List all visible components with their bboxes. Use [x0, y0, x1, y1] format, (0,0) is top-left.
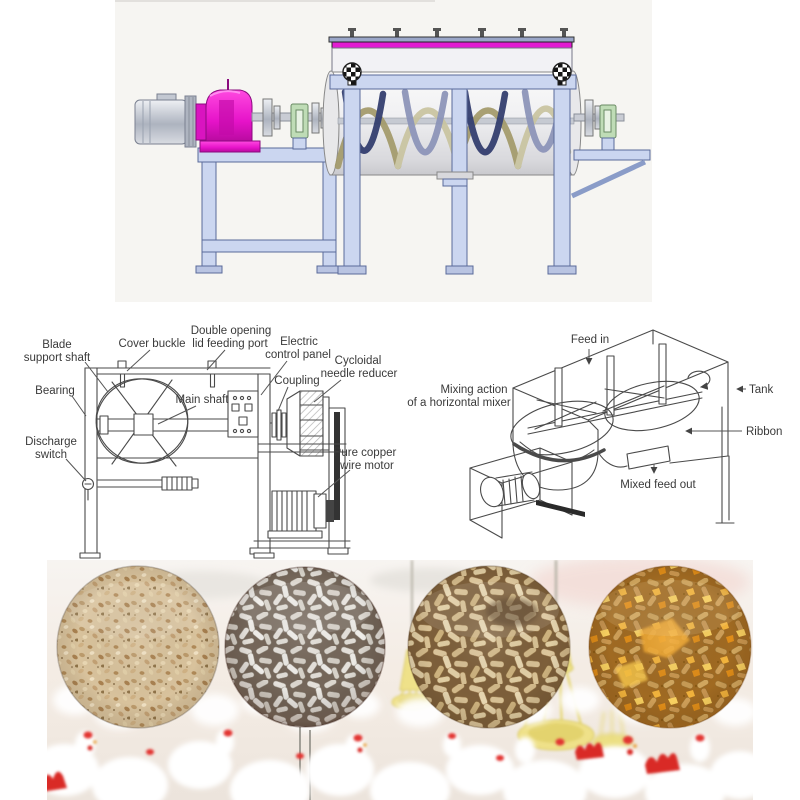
motor-isometric: [469, 447, 585, 539]
label-mixing-action-2: of a horizontal mixer: [407, 397, 511, 409]
label-mixing-action: Mixing action: [440, 384, 507, 396]
drum-upper-housing: [331, 47, 573, 76]
label-bearing: Bearing: [35, 385, 75, 397]
gearbox-base: [199, 140, 261, 153]
coupling-and-reducer: [269, 390, 346, 549]
labels-right: Feed in Mixing action of a horizontal mi…: [407, 334, 782, 491]
label-cover-buckle: Cover buckle: [118, 338, 185, 350]
rooster-comb-2: [645, 753, 680, 774]
label-feed-in: Feed in: [571, 334, 609, 346]
structure-diagram: Blade support shaft Cover buckle Double …: [24, 325, 398, 559]
checker-marker-left: [342, 62, 362, 86]
mixing-action-diagram: Feed in Mixing action of a horizontal mi…: [407, 329, 782, 539]
lid-bolts: [348, 28, 568, 37]
poultry-photo-banner: [47, 560, 753, 800]
checker-marker-right: [552, 62, 572, 86]
drive-shaft-right: [570, 99, 651, 199]
drum-leg-left: [343, 88, 361, 268]
label-ribbon: Ribbon: [746, 426, 782, 438]
drum-leg-right: [553, 88, 571, 268]
feed-sample-tan-pellets: [407, 565, 571, 729]
label-feeding-port: Double opening: [191, 325, 272, 337]
label-blade-support-shaft: Blade: [42, 339, 71, 351]
feed-sample-gray-pellets: [224, 566, 386, 728]
label-discharge-switch-2: switch: [35, 449, 67, 461]
label-copper-motor: Pure copper: [334, 447, 397, 459]
tank-isometric: [512, 329, 735, 524]
motor-diagram: [249, 443, 351, 555]
discharge-outlet: [436, 171, 474, 180]
label-mixed-feed-out: Mixed feed out: [620, 479, 696, 491]
outlet-chute: [626, 445, 671, 470]
label-cycloidal-reducer-2: needle reducer: [321, 368, 398, 380]
top-rail: [328, 36, 575, 43]
cross-beam: [329, 74, 577, 90]
rooster-comb-3: [47, 771, 67, 792]
drive-motor: [134, 93, 197, 148]
label-electric-panel: Electric: [280, 336, 318, 348]
mixing-drum: [322, 28, 582, 275]
control-panel: [227, 390, 259, 438]
label-coupling: Coupling: [274, 375, 319, 387]
belt-isometric: [536, 500, 585, 517]
label-blade-support-shaft-2: support shaft: [24, 352, 91, 364]
feed-sample-crumble: [56, 565, 220, 729]
leader-lines-left: [65, 349, 351, 498]
chicken-combs: [47, 729, 705, 792]
label-main-shaft: Main shaft: [175, 394, 229, 406]
flow-arrows: [585, 349, 746, 474]
drive-belt: [334, 412, 340, 520]
feed-sample-corn-mix: [588, 565, 752, 729]
label-feeding-port-2: lid feeding port: [192, 338, 268, 350]
render-top-edge: [115, 0, 435, 2]
mixer-3d-render: [115, 0, 652, 302]
label-cycloidal-reducer: Cycloidal: [335, 355, 382, 367]
gear-reducer: [195, 79, 261, 153]
label-discharge-switch: Discharge: [25, 436, 77, 448]
label-copper-motor-2: wire motor: [339, 460, 394, 472]
discharge-mechanism: [79, 476, 275, 559]
drive-shaft-left: [251, 98, 333, 150]
label-tank: Tank: [749, 384, 774, 396]
label-electric-panel-2: control panel: [265, 349, 331, 361]
rooster-comb-1: [575, 742, 604, 760]
labels-left: Blade support shaft Cover buckle Double …: [24, 325, 398, 472]
magenta-strip: [331, 41, 573, 49]
ribbon-agitator: [510, 343, 711, 463]
